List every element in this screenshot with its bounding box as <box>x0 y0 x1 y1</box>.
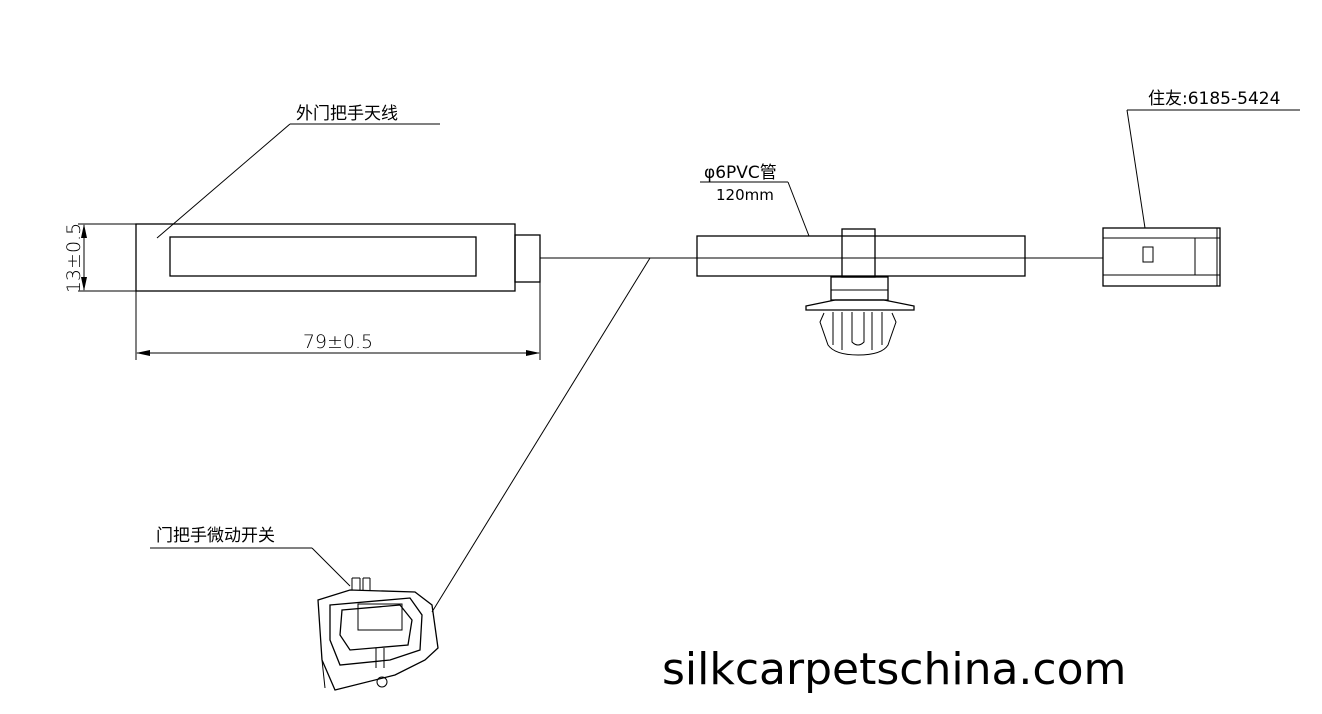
wire <box>431 257 1103 613</box>
pvc-callout: φ6PVC管 120mm <box>700 163 810 237</box>
push-clip <box>805 228 915 356</box>
pvc-length-label: 120mm <box>716 186 774 204</box>
antenna-body <box>135 223 541 292</box>
micro-switch <box>317 577 439 691</box>
switch-label: 门把手微动开关 <box>156 526 275 546</box>
watermark: silkcarpetschina.com <box>662 644 1126 695</box>
pvc-tube-label: φ6PVC管 <box>704 163 777 183</box>
connector <box>1102 227 1221 287</box>
connector-label: 住友:6185-5424 <box>1148 89 1280 109</box>
antenna-label: 外门把手天线 <box>296 104 398 124</box>
switch-callout: 门把手微动开关 <box>150 526 351 587</box>
height-dimension: 13±0.5 <box>63 223 136 293</box>
length-dimension: 79±0.5 <box>135 282 541 360</box>
length-dimension-text: 79±0.5 <box>303 331 373 353</box>
height-dimension-text: 13±0.5 <box>63 223 85 293</box>
pvc-tube <box>696 235 1026 277</box>
connector-callout: 住友:6185-5424 <box>1126 89 1300 229</box>
antenna-callout: 外门把手天线 <box>156 104 440 239</box>
